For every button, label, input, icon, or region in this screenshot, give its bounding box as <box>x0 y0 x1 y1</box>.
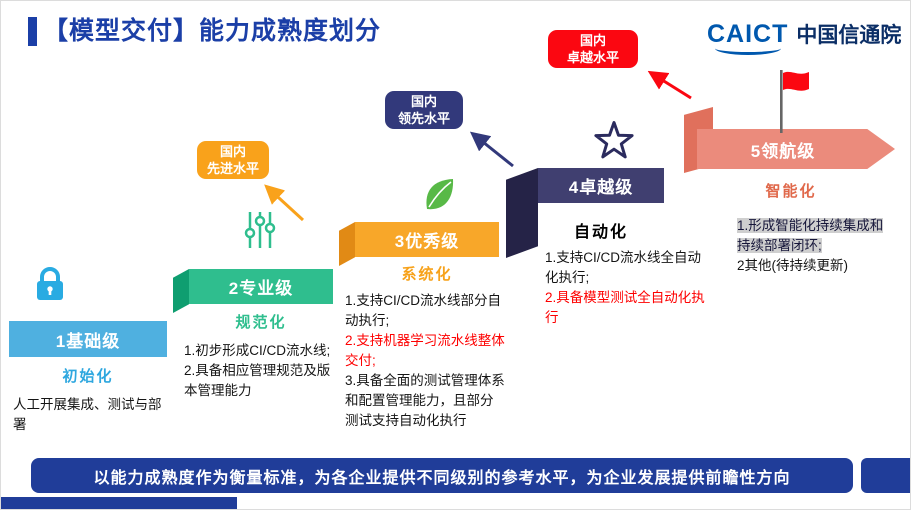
level-4-bar-label: 4卓越级 <box>568 178 634 197</box>
level-2-bar: 2专业级 <box>189 269 333 304</box>
arrow-to-excellent-badge <box>647 70 692 100</box>
level-3-keyword: 系统化 <box>401 266 453 283</box>
level-1-bar-label: 1基础级 <box>55 331 121 351</box>
level-1-bar: 1基础级 <box>9 321 167 357</box>
level-2-item-2: 2.具备相应管理规范及版本管理能力 <box>184 363 331 398</box>
sliders-icon <box>244 212 276 248</box>
leaf-icon <box>426 179 454 210</box>
level-1-item-1: 人工开展集成、测试与部署 <box>13 397 162 432</box>
level-5-bar-label: 5领航级 <box>750 141 816 161</box>
badge-advanced-line2: 先进水平 <box>206 161 259 176</box>
level-3-description: 1.支持CI/CD流水线部分自动执行; 2.支持机器学习流水线整体交付; 3.具… <box>345 291 505 431</box>
level-2-item-1: 1.初步形成CI/CD流水线; <box>184 343 331 358</box>
page-title: 【模型交付】能力成熟度划分 <box>43 17 382 45</box>
caict-logo: CAICT 中国信通院 <box>707 21 901 55</box>
level-4-keyword: 自动化 <box>573 224 628 241</box>
caict-company-name: 中国信通院 <box>796 24 902 47</box>
level-5-item-1-wrap: 1.形成智能化持续集成和持续部署闭环; <box>737 216 889 256</box>
level-3-bar-label: 3优秀级 <box>394 232 460 251</box>
level-1-keyword: 初始化 <box>62 368 114 385</box>
level-4-step-side <box>506 168 538 258</box>
level-2-description: 1.初步形成CI/CD流水线; 2.具备相应管理规范及版本管理能力 <box>184 341 336 401</box>
level-2-bar-label: 2专业级 <box>228 279 294 298</box>
level-3-bar: 3优秀级 <box>355 222 499 257</box>
footer-banner-text: 以能力成熟度作为衡量标准，为各企业提供不同级别的参考水平，为企业发展提供前瞻性方… <box>93 469 791 487</box>
caict-swoosh-icon <box>714 47 781 55</box>
badge-leading-line2: 领先水平 <box>397 111 450 126</box>
caict-wordmark-block: CAICT <box>707 21 788 55</box>
footer-banner: 以能力成熟度作为衡量标准，为各企业提供不同级别的参考水平，为企业发展提供前瞻性方… <box>31 458 853 493</box>
level-1-description: 人工开展集成、测试与部署 <box>13 395 165 435</box>
star-icon <box>594 121 634 159</box>
level-2-step-side <box>173 269 189 313</box>
bottom-left-bar <box>1 497 237 509</box>
level-5-keyword: 智能化 <box>765 183 817 200</box>
level-3-item-2: 2.支持机器学习流水线整体交付; <box>345 333 505 368</box>
badge-leading-line1: 国内 <box>410 94 437 109</box>
level-2-keyword: 规范化 <box>235 314 287 331</box>
badge-advanced-line1: 国内 <box>219 144 246 159</box>
level-4-item-2: 2.具备模型测试全自动化执行 <box>545 290 705 325</box>
level-5-item-2: 2其他(待持续更新) <box>737 258 848 273</box>
level-4-description: 1.支持CI/CD流水线全自动化执行; 2.具备模型测试全自动化执行 <box>545 248 707 328</box>
badge-domestic-advanced: 国内 先进水平 <box>197 141 269 179</box>
badge-excellent-line1: 国内 <box>579 33 606 48</box>
badge-excellent-line2: 卓越水平 <box>566 50 619 65</box>
level-3-item-3: 3.具备全面的测试管理体系和配置管理能力，且部分测试支持自动化执行 <box>345 373 505 428</box>
caict-wordmark: CAICT <box>707 20 789 48</box>
level-4-bar: 4卓越级 <box>538 168 664 203</box>
level-5-description: 1.形成智能化持续集成和持续部署闭环; 2其他(待持续更新) <box>737 216 889 276</box>
level-5-item-1: 1.形成智能化持续集成和持续部署闭环; <box>737 218 884 253</box>
level-3-item-1: 1.支持CI/CD流水线部分自动执行; <box>345 293 502 328</box>
footer-right-segment <box>861 458 910 493</box>
badge-domestic-leading: 国内 领先水平 <box>385 91 463 129</box>
level-5-bar: 5领航级 <box>697 129 895 169</box>
title-accent-bar <box>28 17 37 46</box>
lock-icon <box>37 267 63 300</box>
flag-icon <box>780 70 809 133</box>
level-3-step-side <box>339 222 355 266</box>
level-4-item-1: 1.支持CI/CD流水线全自动化执行; <box>545 250 702 285</box>
arrow-to-leading-badge <box>469 131 514 168</box>
badge-domestic-excellent: 国内 卓越水平 <box>548 30 638 68</box>
